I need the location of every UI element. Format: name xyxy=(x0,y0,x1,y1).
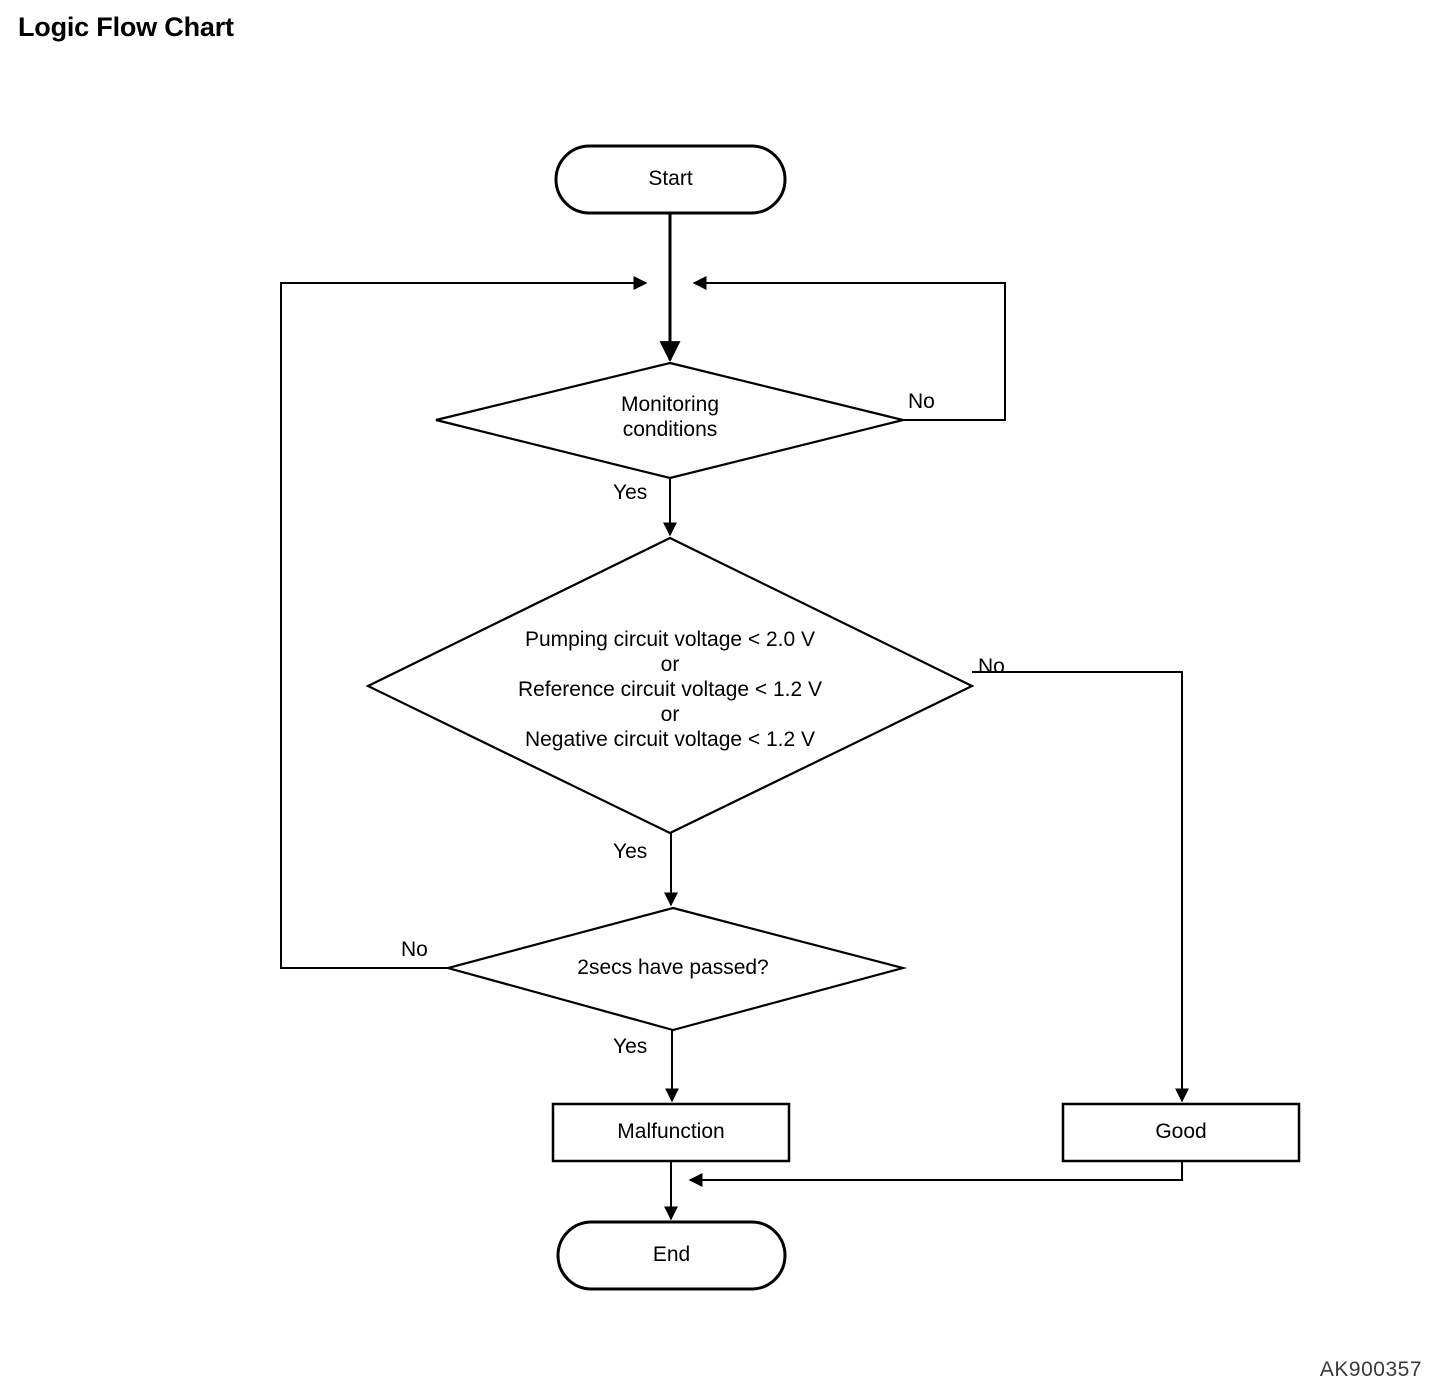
figure-reference-code: AK900357 xyxy=(1319,1358,1422,1381)
edge-timer-no-loop xyxy=(280,276,648,969)
timer-decision-shape xyxy=(443,906,908,1032)
malfunction-node-shape xyxy=(551,1102,791,1163)
edge-monitoring-no-loop xyxy=(692,276,1006,421)
edge-good-to-end xyxy=(688,1161,1183,1187)
start-node-shape xyxy=(554,144,787,215)
end-node-shape xyxy=(556,1220,787,1291)
edge-voltage-no-to-good xyxy=(972,671,1189,1103)
monitoring-conditions-decision-shape xyxy=(435,361,904,480)
good-node-shape xyxy=(1061,1102,1301,1163)
page-title: Logic Flow Chart xyxy=(18,12,234,42)
voltage-decision-shape xyxy=(365,536,975,835)
